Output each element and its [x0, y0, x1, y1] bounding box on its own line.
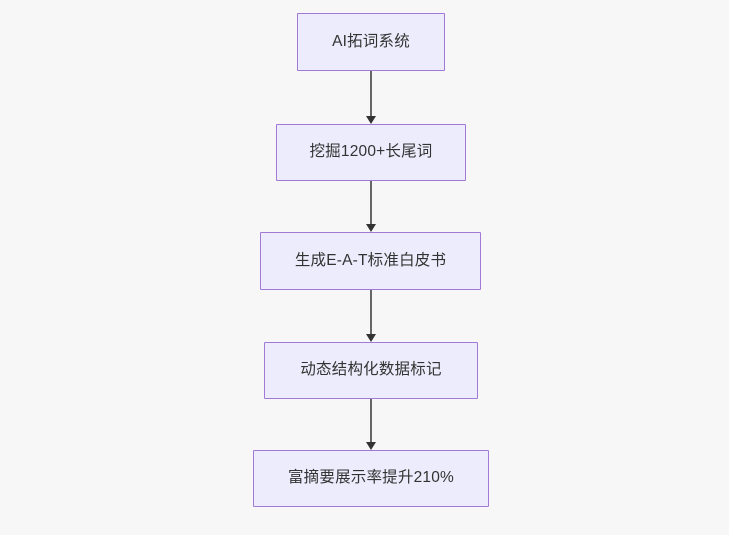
- flow-node-generate-eat-whitepaper[interactable]: 生成E-A-T标准白皮书: [260, 232, 481, 290]
- arrowhead-icon: [365, 116, 376, 124]
- edge-line: [370, 290, 372, 335]
- flow-node-mine-longtail-keywords[interactable]: 挖掘1200+长尾词: [276, 124, 466, 181]
- flow-node-label: 生成E-A-T标准白皮书: [294, 251, 447, 269]
- flow-node-label: 富摘要展示率提升210%: [287, 469, 455, 487]
- arrowhead-icon: [365, 224, 376, 232]
- flow-node-dynamic-structured-data-markup[interactable]: 动态结构化数据标记: [264, 342, 478, 399]
- edge-line: [370, 181, 372, 225]
- flow-node-rich-snippet-impression-lift[interactable]: 富摘要展示率提升210%: [253, 450, 489, 507]
- flow-node-label: 动态结构化数据标记: [300, 361, 442, 379]
- flow-node-label: AI拓词系统: [332, 32, 410, 50]
- edge-line: [370, 399, 372, 443]
- edge-line: [370, 71, 372, 117]
- arrowhead-icon: [365, 442, 376, 450]
- flow-node-label: 挖掘1200+长尾词: [309, 143, 433, 161]
- flow-node-ai-keyword-system[interactable]: AI拓词系统: [297, 13, 445, 71]
- arrowhead-icon: [365, 334, 376, 342]
